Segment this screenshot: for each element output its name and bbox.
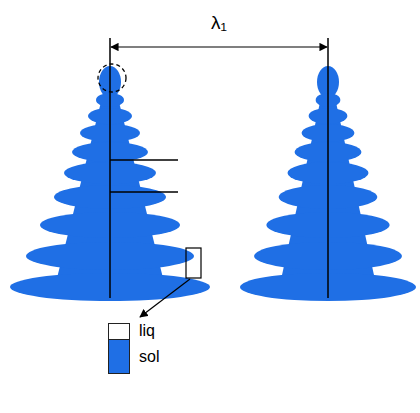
dendrite-axis [327,38,329,298]
dimension-label: λ₁ [211,12,227,34]
detail-box [186,248,201,278]
dendrite [10,38,210,301]
phase-swatch [108,340,130,374]
dendrite [240,38,416,301]
arm-marker-line [110,191,178,193]
dendrite-group [10,38,416,301]
detail-leader [140,279,190,317]
key-row: sol [108,340,159,374]
phase-label: liq [139,322,155,340]
spacing-dimension [111,46,327,47]
arm-marker-line [110,159,178,161]
phase-label: sol [139,348,159,366]
annotation-group [98,47,327,317]
phase-swatch [108,323,130,340]
tip-highlight [98,64,126,92]
key-row: liq [108,322,159,340]
dendrite-axis [109,38,111,298]
phase-key: liq sol [108,322,159,374]
